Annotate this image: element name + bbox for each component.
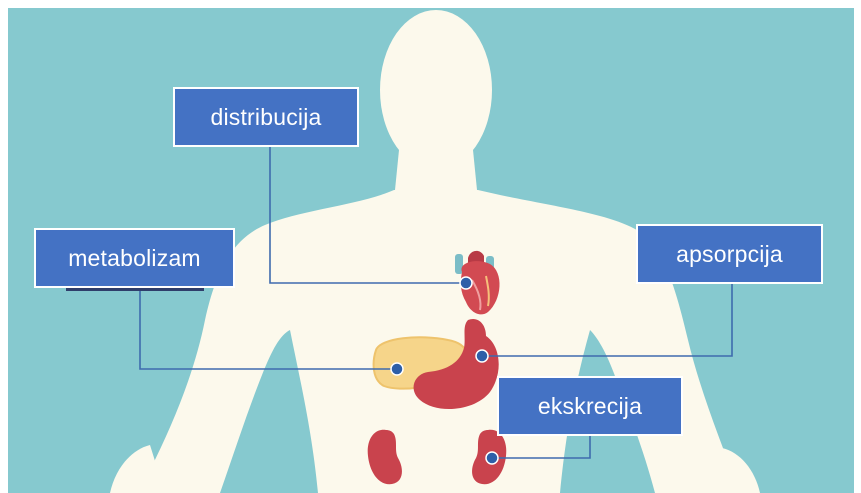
- label-apsorpcija: apsorpcija: [636, 224, 823, 284]
- dot-liver: [391, 363, 403, 375]
- label-ekskrecija-text: ekskrecija: [538, 393, 642, 420]
- label-metabolizam-text: metabolizam: [68, 245, 201, 272]
- dot-kidney: [486, 452, 498, 464]
- label-distribucija-text: distribucija: [210, 104, 321, 131]
- dot-heart: [460, 277, 472, 289]
- label-distribucija: distribucija: [173, 87, 359, 147]
- label-apsorpcija-text: apsorpcija: [676, 241, 783, 268]
- dot-stomach: [476, 350, 488, 362]
- metabolizam-underline: [66, 288, 204, 291]
- label-metabolizam: metabolizam: [34, 228, 235, 288]
- label-ekskrecija: ekskrecija: [497, 376, 683, 436]
